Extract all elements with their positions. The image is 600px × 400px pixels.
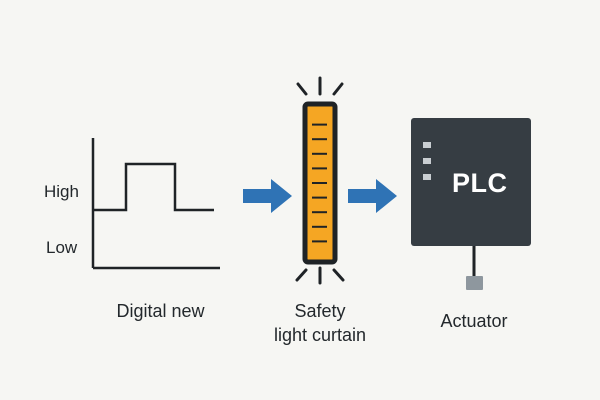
plc-body: [411, 118, 531, 246]
light-rays-icon: [295, 76, 345, 285]
signal-high-label: High: [44, 182, 79, 201]
actuator-caption: Actuator: [440, 311, 508, 331]
signal-low-label: Low: [46, 238, 78, 257]
light-curtain-segments: [312, 123, 327, 243]
actuator-connector: [466, 276, 483, 290]
signal-graph: [91, 138, 220, 270]
right-arrow-icon: [243, 179, 292, 213]
plc-indicator-light: [423, 174, 431, 180]
curtain-caption-line1: Safety: [294, 301, 346, 321]
curtain-caption-line2: light curtain: [273, 325, 367, 345]
plc-label: PLC: [452, 168, 508, 198]
light-curtain: [302, 101, 338, 265]
signal-waveform: [93, 162, 214, 212]
signal-caption: Digital new: [116, 301, 205, 321]
plc-indicator-light: [423, 158, 431, 164]
right-arrow-icon: [348, 179, 397, 213]
plc-unit: [411, 118, 531, 290]
plc-indicator-light: [423, 142, 431, 148]
